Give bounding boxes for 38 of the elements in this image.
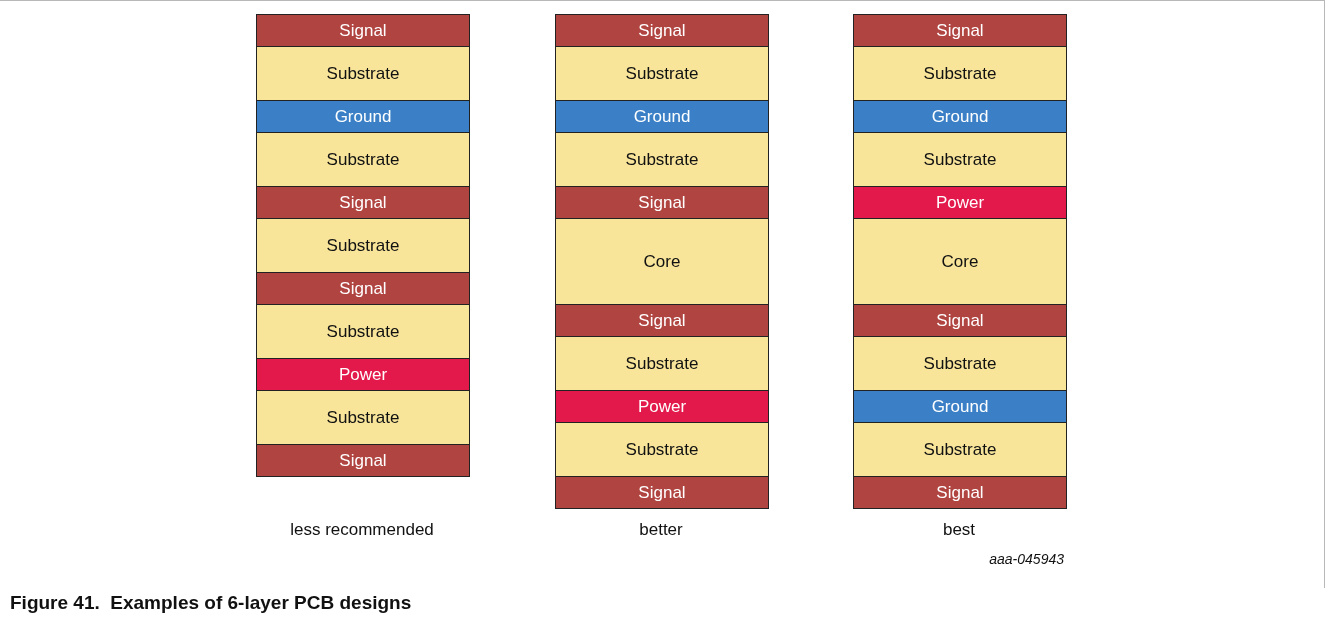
signal-layer: Signal bbox=[853, 14, 1067, 47]
substrate-layer: Substrate bbox=[853, 336, 1067, 391]
signal-layer: Signal bbox=[555, 304, 769, 337]
substrate-layer: Substrate bbox=[256, 304, 470, 359]
power-layer: Power bbox=[256, 358, 470, 391]
power-layer: Power bbox=[555, 390, 769, 423]
substrate-layer: Substrate bbox=[555, 46, 769, 101]
ground-layer: Ground bbox=[555, 100, 769, 133]
substrate-layer: Substrate bbox=[555, 422, 769, 477]
stack-caption: less recommended bbox=[290, 520, 434, 540]
figure-code: aaa-045943 bbox=[989, 551, 1064, 567]
signal-layer: Signal bbox=[256, 444, 470, 477]
core-layer: Core bbox=[555, 218, 769, 305]
substrate-layer: Substrate bbox=[256, 132, 470, 187]
stack-caption: better bbox=[639, 520, 683, 540]
signal-layer: Signal bbox=[256, 14, 470, 47]
substrate-layer: Substrate bbox=[555, 336, 769, 391]
figure-caption: Figure 41. Examples of 6-layer PCB designs bbox=[10, 592, 412, 614]
substrate-layer: Substrate bbox=[256, 390, 470, 445]
core-layer: Core bbox=[853, 218, 1067, 305]
substrate-layer: Substrate bbox=[555, 132, 769, 187]
signal-layer: Signal bbox=[555, 476, 769, 509]
signal-layer: Signal bbox=[853, 476, 1067, 509]
signal-layer: Signal bbox=[256, 272, 470, 305]
substrate-layer: Substrate bbox=[256, 46, 470, 101]
substrate-layer: Substrate bbox=[853, 422, 1067, 477]
signal-layer: Signal bbox=[555, 14, 769, 47]
signal-layer: Signal bbox=[853, 304, 1067, 337]
power-layer: Power bbox=[853, 186, 1067, 219]
stack-caption: best bbox=[942, 520, 976, 540]
substrate-layer: Substrate bbox=[853, 46, 1067, 101]
signal-layer: Signal bbox=[256, 186, 470, 219]
substrate-layer: Substrate bbox=[256, 218, 470, 273]
substrate-layer: Substrate bbox=[853, 132, 1067, 187]
signal-layer: Signal bbox=[555, 186, 769, 219]
ground-layer: Ground bbox=[853, 100, 1067, 133]
ground-layer: Ground bbox=[256, 100, 470, 133]
ground-layer: Ground bbox=[853, 390, 1067, 423]
